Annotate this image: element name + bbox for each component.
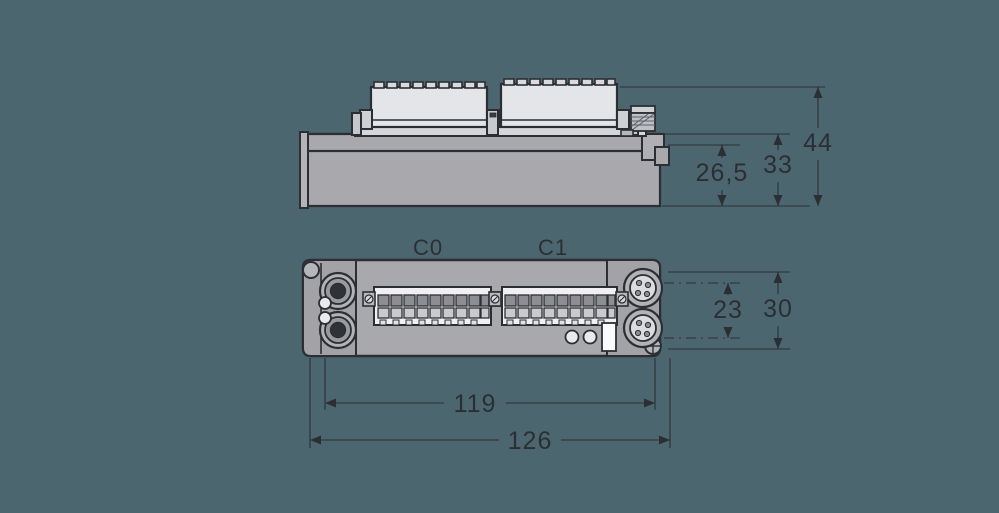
led-left-2 bbox=[318, 311, 332, 325]
c1-top-tabs bbox=[503, 78, 616, 86]
c0-body bbox=[369, 85, 489, 129]
c1-screw-left bbox=[488, 291, 502, 307]
centre-indicators bbox=[564, 322, 617, 352]
c0-top-tabs bbox=[373, 81, 486, 89]
left-connector-2-core bbox=[329, 321, 347, 339]
dim-30: 30 bbox=[760, 272, 797, 349]
c0-left-foot bbox=[351, 112, 362, 136]
bottom-view-dimensions: 23 30 119 bbox=[309, 271, 797, 456]
dim-126: 126 bbox=[310, 424, 670, 456]
label-c0: C0 bbox=[413, 235, 443, 260]
c1-terminal-tabs bbox=[506, 319, 605, 326]
side-view-left-endcap bbox=[299, 131, 309, 209]
c0-plinth bbox=[354, 126, 504, 137]
dim-44: 44 bbox=[801, 87, 836, 206]
left-connector-1-core bbox=[329, 282, 347, 300]
side-connector-c0 bbox=[351, 81, 504, 137]
label-c1: C1 bbox=[538, 235, 568, 260]
dim-label-126: 126 bbox=[508, 427, 553, 455]
dim-23: 23 bbox=[711, 283, 746, 338]
side-view: 26,5 33 44 bbox=[299, 78, 836, 209]
led-centre-2 bbox=[582, 329, 598, 345]
dim-label-119: 119 bbox=[454, 390, 497, 418]
terminal-block-c0 bbox=[362, 286, 503, 326]
dim-119: 119 bbox=[325, 387, 655, 419]
centre-post-left bbox=[486, 109, 499, 136]
c1-terminal-row-lower bbox=[504, 307, 616, 319]
centre-post-left-notch bbox=[489, 112, 497, 118]
mounting-holes bbox=[302, 261, 662, 355]
mounting-hole-top-left bbox=[302, 261, 320, 279]
side-view-right-step-inner bbox=[654, 146, 670, 166]
right-connector-2-pins bbox=[634, 319, 652, 338]
dim-label-33: 33 bbox=[763, 151, 793, 179]
c0-terminal-row-lower bbox=[377, 307, 490, 319]
knurled-cap-base bbox=[620, 129, 634, 137]
terminal-block-c1 bbox=[488, 286, 629, 326]
dim-33: 33 bbox=[761, 134, 796, 206]
dim-label-26-5: 26,5 bbox=[696, 159, 749, 187]
round-connectors-right bbox=[622, 267, 664, 349]
c1-right-ear bbox=[616, 109, 630, 130]
c0-terminal-tabs bbox=[379, 319, 478, 326]
c0-screw-left bbox=[362, 291, 376, 307]
c1-terminal-row-upper bbox=[504, 294, 616, 307]
side-connector-c1 bbox=[497, 78, 647, 137]
knurled-cap-top bbox=[630, 105, 656, 114]
c0-terminal-row-upper bbox=[377, 294, 490, 307]
dim-26-5: 26,5 bbox=[696, 145, 749, 206]
c1-screw-right bbox=[615, 291, 629, 307]
knurled-cap bbox=[620, 105, 656, 137]
dim-label-30: 30 bbox=[763, 295, 793, 323]
dim-label-23: 23 bbox=[713, 296, 743, 324]
leds-left bbox=[318, 296, 332, 325]
right-connector-1-pins bbox=[634, 279, 652, 298]
led-centre-1 bbox=[564, 329, 580, 345]
right-connector-2-face bbox=[629, 314, 657, 342]
dim-label-44: 44 bbox=[803, 129, 833, 157]
side-view-dimensions: 26,5 33 44 bbox=[620, 86, 836, 207]
bottom-view: C0 C1 bbox=[301, 235, 797, 456]
right-connector-1-face bbox=[629, 274, 657, 302]
white-connector-block bbox=[601, 322, 617, 352]
knurled-cap-threads bbox=[631, 113, 655, 131]
led-left-1 bbox=[318, 296, 332, 310]
